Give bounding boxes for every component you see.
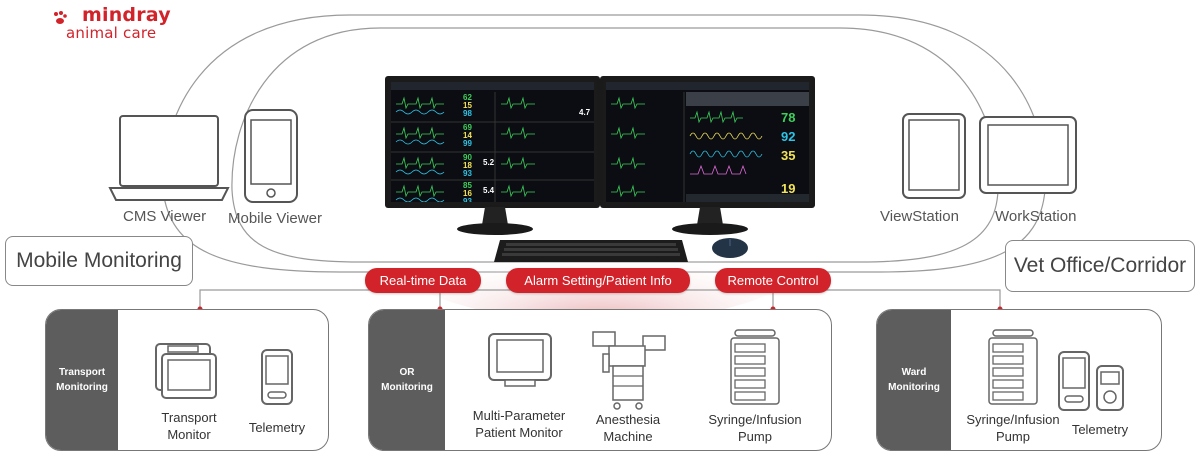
infusion-pump-icon bbox=[988, 329, 1038, 405]
paw-icon bbox=[54, 11, 67, 24]
patient-3-pr: 93 bbox=[463, 169, 472, 178]
transport-monitor-icon bbox=[155, 343, 217, 399]
pill-remote-control: Remote Control bbox=[715, 268, 831, 293]
anesthesia-machine-icon bbox=[592, 331, 666, 410]
keyboard-icon bbox=[494, 240, 688, 262]
group-ward-title: Ward Monitoring bbox=[877, 310, 951, 450]
viewstation-label: ViewStation bbox=[880, 208, 959, 225]
patient-1-spo2: 15 bbox=[463, 101, 472, 110]
waveform-grid-left bbox=[391, 82, 594, 202]
right-big-values: 78 92 35 19 bbox=[781, 108, 795, 198]
pill-real-time-data: Real-time Data bbox=[365, 268, 481, 293]
laptop-icon bbox=[108, 115, 230, 201]
infusion-pump-icon bbox=[730, 329, 780, 405]
group-transport-monitoring: Transport Monitoring Transport Monitor T… bbox=[45, 309, 329, 451]
big-resp: 35 bbox=[781, 148, 796, 163]
patient-1-side-value: 4.7 bbox=[579, 108, 591, 117]
patient-1-pr: 98 bbox=[463, 109, 472, 118]
patient-1-hr: 62 bbox=[463, 93, 472, 102]
tablet-icon bbox=[902, 113, 966, 199]
or-infusion-pump-label: Syringe/Infusion Pump bbox=[708, 412, 802, 444]
monitor-left-screen: 62 15 98 69 14 99 90 18 93 85 16 93 4.7 … bbox=[388, 79, 597, 205]
mobile-viewer-label: Mobile Viewer bbox=[228, 210, 322, 227]
patient-4-hr: 85 bbox=[463, 181, 472, 190]
cms-viewer-label: CMS Viewer bbox=[123, 208, 207, 225]
telemetry-icon bbox=[1058, 351, 1124, 411]
region-vet-office: Vet Office/Corridor bbox=[1005, 240, 1195, 292]
group-transport-title: Transport Monitoring bbox=[46, 310, 118, 450]
group-ward-monitoring: Ward Monitoring Syringe/Infusion Pump Te… bbox=[876, 309, 1162, 451]
group-or-monitoring: OR Monitoring Multi-Parameter Patient Mo… bbox=[368, 309, 832, 451]
patient-3-values: 90 18 93 bbox=[463, 154, 472, 178]
telemetry-icon bbox=[261, 349, 293, 405]
workstation-label: WorkStation bbox=[995, 208, 1077, 225]
patient-3-side-value: 5.2 bbox=[483, 158, 495, 167]
patient-4-values: 85 16 93 bbox=[463, 181, 472, 205]
monitor-left-stand bbox=[457, 207, 533, 235]
mobile-phone-icon bbox=[244, 109, 298, 203]
patient-2-pr: 99 bbox=[463, 139, 472, 148]
big-temp: 19 bbox=[781, 181, 796, 196]
transport-monitor-label: Transport Monitor bbox=[161, 410, 217, 442]
region-mobile-monitoring: Mobile Monitoring bbox=[5, 236, 193, 286]
central-monitor-right: 78 92 35 19 bbox=[600, 76, 815, 208]
waveform-grid-right bbox=[606, 82, 809, 202]
patient-3-spo2: 18 bbox=[463, 161, 472, 170]
brand-subtitle: animal care bbox=[66, 24, 157, 42]
central-monitor-left: 62 15 98 69 14 99 90 18 93 85 16 93 4.7 … bbox=[385, 76, 600, 208]
monitor-right-screen: 78 92 35 19 bbox=[603, 79, 812, 205]
anesthesia-machine-label: Anesthesia Machine bbox=[595, 412, 661, 444]
workstation-icon bbox=[979, 116, 1077, 194]
patient-2-hr: 69 bbox=[463, 123, 472, 132]
pill-alarm-setting: Alarm Setting/Patient Info bbox=[506, 268, 690, 293]
patient-2-spo2: 14 bbox=[463, 131, 472, 140]
patient-4-spo2: 16 bbox=[463, 189, 472, 198]
ward-infusion-pump-label: Syringe/Infusion Pump bbox=[966, 412, 1060, 444]
brand-logo: mindray animal care bbox=[52, 4, 182, 44]
patient-monitor-label: Multi-Parameter Patient Monitor bbox=[472, 408, 566, 440]
group-or-title: OR Monitoring bbox=[369, 310, 445, 450]
big-hr: 78 bbox=[781, 110, 796, 125]
patient-4-pr: 93 bbox=[463, 197, 472, 205]
patient-1-values: 62 15 98 bbox=[463, 94, 472, 118]
patient-monitor-icon bbox=[488, 333, 552, 387]
big-spo2: 92 bbox=[781, 129, 796, 144]
ward-telemetry-label: Telemetry bbox=[1071, 422, 1129, 437]
patient-4-side-value: 5.4 bbox=[483, 186, 495, 195]
patient-2-values: 69 14 99 bbox=[463, 124, 472, 148]
patient-3-hr: 90 bbox=[463, 153, 472, 162]
transport-telemetry-label: Telemetry bbox=[248, 420, 306, 435]
monitor-right-stand bbox=[672, 207, 748, 235]
brand-name: mindray bbox=[82, 4, 171, 26]
mouse-icon bbox=[712, 238, 748, 258]
